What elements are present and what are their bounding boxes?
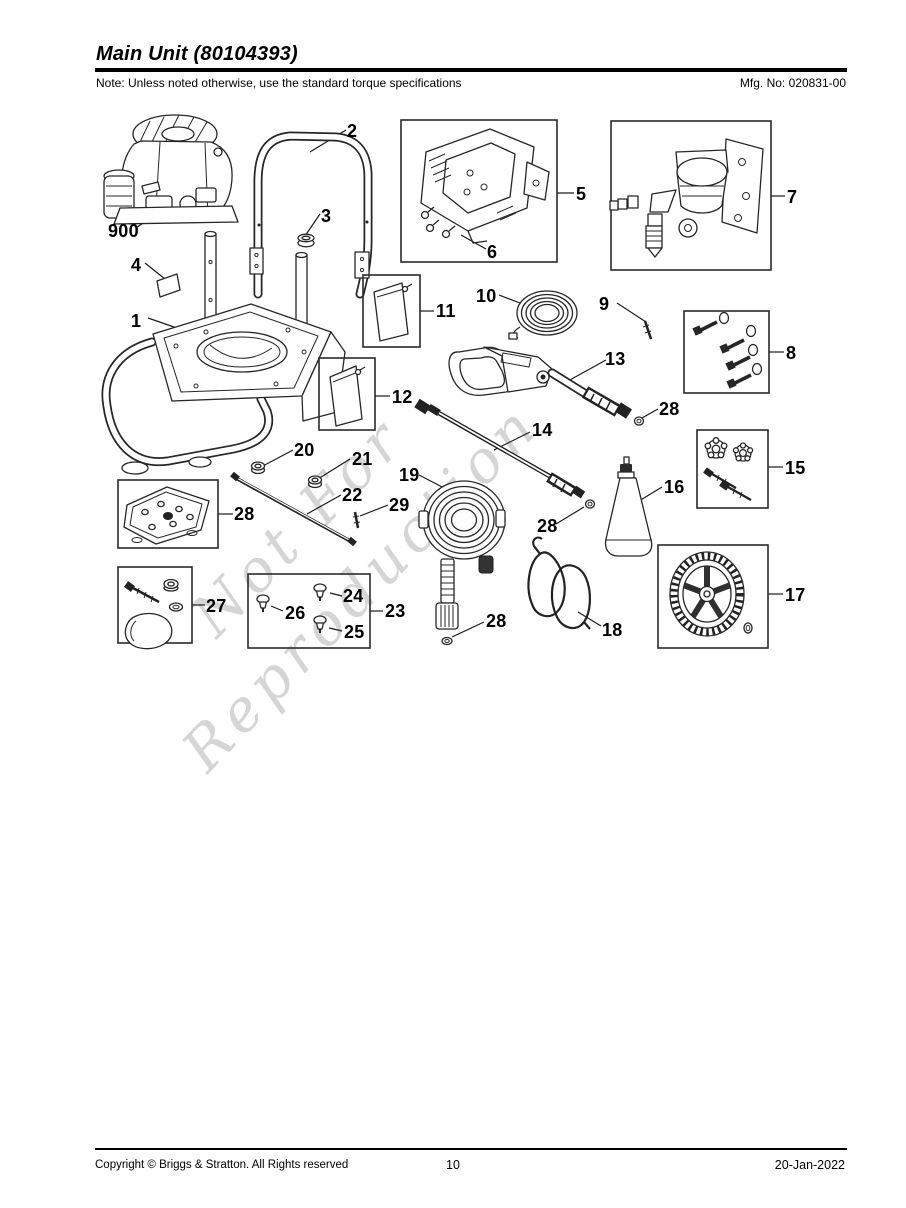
callout-5: 5 [576, 184, 587, 204]
screw-24 [313, 583, 327, 601]
callout-28-wand-washer: 28 [537, 516, 558, 536]
callout-25: 25 [344, 622, 365, 642]
spray-wand-drawing [414, 398, 596, 509]
wheel-kit-box-drawing [657, 544, 769, 649]
pressure-hose-drawing [418, 480, 506, 646]
callout-4: 4 [131, 255, 142, 275]
callout-6: 6 [487, 242, 498, 262]
support-rod-drawing [230, 471, 357, 547]
callout-9: 9 [599, 294, 610, 314]
callout-28-plate-kit: 28 [234, 504, 255, 524]
engine-drawing [103, 114, 239, 225]
callout-11: 11 [436, 301, 456, 321]
callout-29: 29 [389, 495, 410, 515]
callout-1: 1 [131, 311, 142, 331]
decal-sheet-12-drawing [318, 357, 376, 431]
pump-box-drawing [609, 120, 772, 271]
nut-21-drawing [307, 475, 323, 489]
callout-26: 26 [285, 603, 306, 623]
page-title: Main Unit (80104393) [96, 43, 298, 65]
screw-26 [256, 594, 270, 612]
callout-12: 12 [392, 387, 413, 407]
foot-kit-box-drawing [117, 566, 193, 650]
callout-20: 20 [294, 440, 315, 460]
callout-28-hose-oring: 28 [486, 611, 507, 631]
decal-sheet-11-drawing [362, 274, 421, 348]
screw-kit-box-drawing [247, 573, 371, 649]
callout-18: 18 [602, 620, 623, 640]
callout-13: 13 [605, 349, 626, 369]
footer-rule [95, 1148, 847, 1150]
callout-3: 3 [321, 206, 332, 226]
callout-900: 900 [108, 221, 139, 241]
footer-page-number: 10 [446, 1158, 460, 1172]
nut-20-drawing [250, 461, 266, 475]
spray-gun-drawing [448, 346, 645, 426]
nozzle-holder-drawing [604, 456, 653, 557]
hose-clip-drawing [527, 536, 591, 630]
callout-7: 7 [787, 187, 798, 207]
footer-date: 20-Jan-2022 [774, 1158, 845, 1172]
handle-cap-drawing [297, 233, 315, 248]
plate-kit-box-drawing [117, 479, 219, 549]
callout-17: 17 [785, 585, 806, 605]
callout-22: 22 [342, 485, 363, 505]
callout-14: 14 [532, 420, 553, 440]
pin-drawing [642, 320, 653, 340]
callout-23: 23 [385, 601, 406, 621]
decal-drawing [156, 273, 181, 298]
pin-29-drawing [352, 511, 361, 529]
callout-19: 19 [399, 465, 420, 485]
base-frame-drawing [101, 303, 346, 475]
callout-8: 8 [786, 343, 797, 363]
callout-16: 16 [664, 477, 685, 497]
callout-21: 21 [352, 449, 373, 469]
knob-kit-box-drawing [696, 429, 769, 509]
callout-10: 10 [476, 286, 497, 306]
header-rule [95, 68, 847, 72]
footer-copyright: Copyright © Briggs & Stratton. All Right… [95, 1159, 349, 1171]
mfg-number: Mfg. No: 020831-00 [739, 76, 846, 90]
handle-drawing [249, 131, 373, 299]
callout-2: 2 [347, 121, 358, 141]
bolt-kit-box-drawing [683, 310, 770, 394]
panel-box-drawing [400, 119, 558, 263]
callout-15: 15 [785, 458, 806, 478]
chemical-hose-drawing [508, 290, 578, 340]
callout-27: 27 [206, 596, 227, 616]
screw-25 [313, 615, 327, 633]
callout-24: 24 [343, 586, 364, 606]
torque-note: Note: Unless noted otherwise, use the st… [96, 76, 462, 90]
header-note-row: Note: Unless noted otherwise, use the st… [96, 76, 846, 90]
callout-28-gun-washer: 28 [659, 399, 680, 419]
